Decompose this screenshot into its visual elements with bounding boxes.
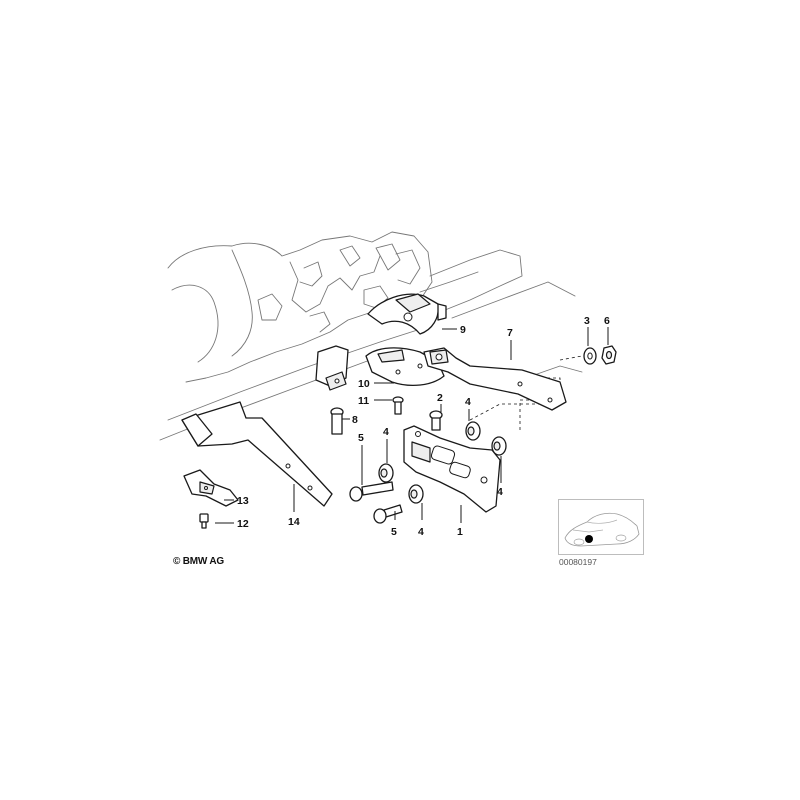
part-10-saddle-clamp[interactable]	[365, 347, 445, 387]
callout-5-lower: 5	[391, 526, 397, 538]
part-5-bolt-lower[interactable]	[373, 504, 403, 524]
part-6-nut[interactable]	[601, 345, 617, 365]
pipe-bracket-upper[interactable]	[315, 345, 349, 391]
callout-6: 6	[604, 315, 610, 327]
leader-lines	[215, 327, 609, 524]
callout-12: 12	[237, 518, 249, 530]
part-7-bracket-arm[interactable]	[423, 347, 567, 411]
document-number: 00080197	[559, 557, 597, 567]
part-4-rubber-mount-mid[interactable]	[378, 463, 394, 483]
part-4-rubber-mount-right[interactable]	[491, 436, 507, 456]
part-8-bolt[interactable]	[330, 407, 344, 435]
callout-4-upper: 4	[465, 396, 471, 408]
callout-13: 13	[237, 495, 249, 507]
copyright-text: © BMW AG	[173, 556, 224, 567]
vehicle-locator-thumbnail	[558, 499, 644, 555]
part-5-bolt-upper[interactable]	[349, 481, 394, 502]
callout-5-upper: 5	[358, 432, 364, 444]
callout-14: 14	[288, 516, 300, 528]
callout-9: 9	[460, 324, 466, 336]
car-silhouette-icon	[564, 512, 640, 547]
part-13-clamp[interactable]	[183, 469, 239, 507]
part-1-mounting-plate[interactable]	[403, 425, 501, 513]
callout-4-lower: 4	[418, 526, 424, 538]
callout-10: 10	[358, 378, 370, 390]
callout-1: 1	[457, 526, 463, 538]
part-3-washer[interactable]	[583, 347, 597, 365]
part-12-screw[interactable]	[199, 513, 209, 529]
callout-11: 11	[358, 395, 369, 407]
callout-4-right: 4	[497, 486, 503, 498]
part-2-bolt[interactable]	[429, 410, 443, 431]
transmission-housing-outline	[167, 231, 433, 383]
callout-7: 7	[507, 327, 513, 339]
callout-8: 8	[352, 414, 358, 426]
part-4-rubber-mount-lower[interactable]	[408, 484, 424, 504]
location-marker-dot	[585, 535, 593, 543]
part-11-bolt[interactable]	[392, 396, 404, 415]
callout-3: 3	[584, 315, 590, 327]
part-9-saddle-clamp[interactable]	[367, 293, 447, 335]
callout-2: 2	[437, 392, 443, 404]
part-4-rubber-mount-upper[interactable]	[465, 421, 481, 441]
callout-labels: 9 7 3 6 10 11 8 2 4 5 4 4 13 12 14 1 4 5	[237, 315, 610, 538]
callout-4-mid: 4	[383, 426, 389, 438]
part-14-support-bar[interactable]	[181, 401, 333, 507]
